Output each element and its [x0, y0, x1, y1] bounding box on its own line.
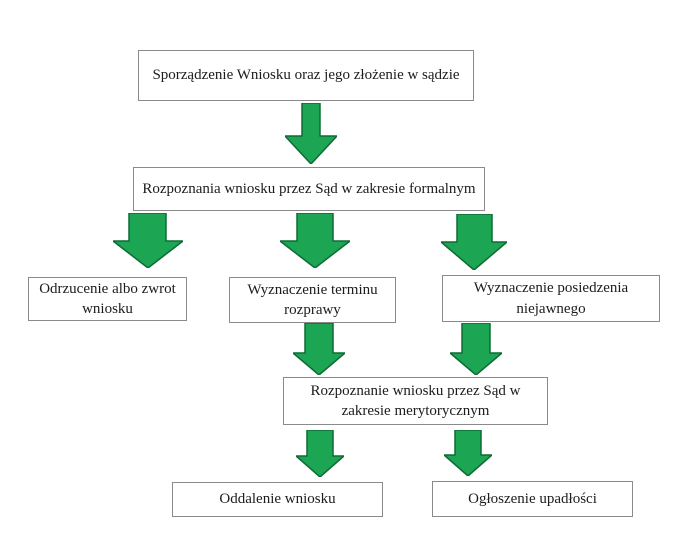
flow-node-rejection: Odrzucenie albo zwrot wniosku — [28, 277, 187, 321]
down-arrow-icon-hearing-to-merits — [293, 323, 345, 375]
down-arrow-icon-formal-to-rejection — [113, 213, 183, 268]
flow-node-bankruptcy: Ogłoszenie upadłości — [432, 481, 633, 517]
flow-node-start: Sporządzenie Wniosku oraz jego złożenie … — [138, 50, 474, 101]
down-arrow-icon-formal-to-hearing — [280, 213, 350, 268]
flow-node-dismissal: Oddalenie wniosku — [172, 482, 383, 517]
down-arrow-icon-start-to-formal — [285, 103, 337, 164]
flow-node-hearing-date: Wyznaczenie terminu rozprawy — [229, 277, 396, 323]
flow-node-closed-session: Wyznaczenie posiedzenia niejawnego — [442, 275, 660, 322]
flow-node-formal-review: Rozpoznania wniosku przez Sąd w zakresie… — [133, 167, 485, 211]
down-arrow-icon-closed-session-to-merits — [450, 323, 502, 375]
down-arrow-icon-formal-to-closed-session — [441, 214, 507, 270]
down-arrow-icon-merits-to-bankruptcy — [444, 430, 492, 476]
down-arrow-icon-merits-to-dismissal — [296, 430, 344, 477]
flow-node-merits-review: Rozpoznanie wniosku przez Sąd w zakresie… — [283, 377, 548, 425]
